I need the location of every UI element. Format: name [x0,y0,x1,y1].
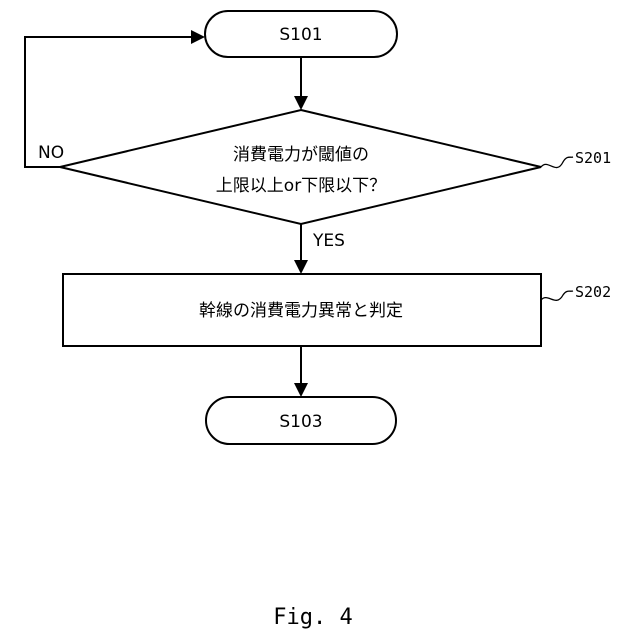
process-box: 幹線の消費電力異常と判定 [63,274,541,346]
arrow-yes-to-process: YES [294,224,345,274]
figure-caption: Fig. 4 [273,605,352,630]
yes-label: YES [312,231,345,251]
decision-ref-label: S201 [575,149,611,167]
decision-diamond: 消費電力が閾値の 上限以上or下限以下？ [60,110,541,224]
end-terminal: S103 [206,397,396,444]
start-terminal-label: S101 [279,25,322,45]
process-ref-callout: S202 [541,283,611,301]
decision-ref-callout: S201 [541,149,611,168]
process-box-label: 幹線の消費電力異常と判定 [199,300,403,321]
arrow-process-to-end [294,346,308,397]
process-ref-label: S202 [575,283,611,301]
no-label: NO [38,143,64,163]
end-terminal-label: S103 [279,412,322,432]
start-terminal: S101 [205,11,397,57]
arrow-start-to-decision [294,57,308,110]
decision-text-line1: 消費電力が閾値の [233,145,369,165]
decision-text-line2: 上限以上or下限以下？ [216,176,386,196]
